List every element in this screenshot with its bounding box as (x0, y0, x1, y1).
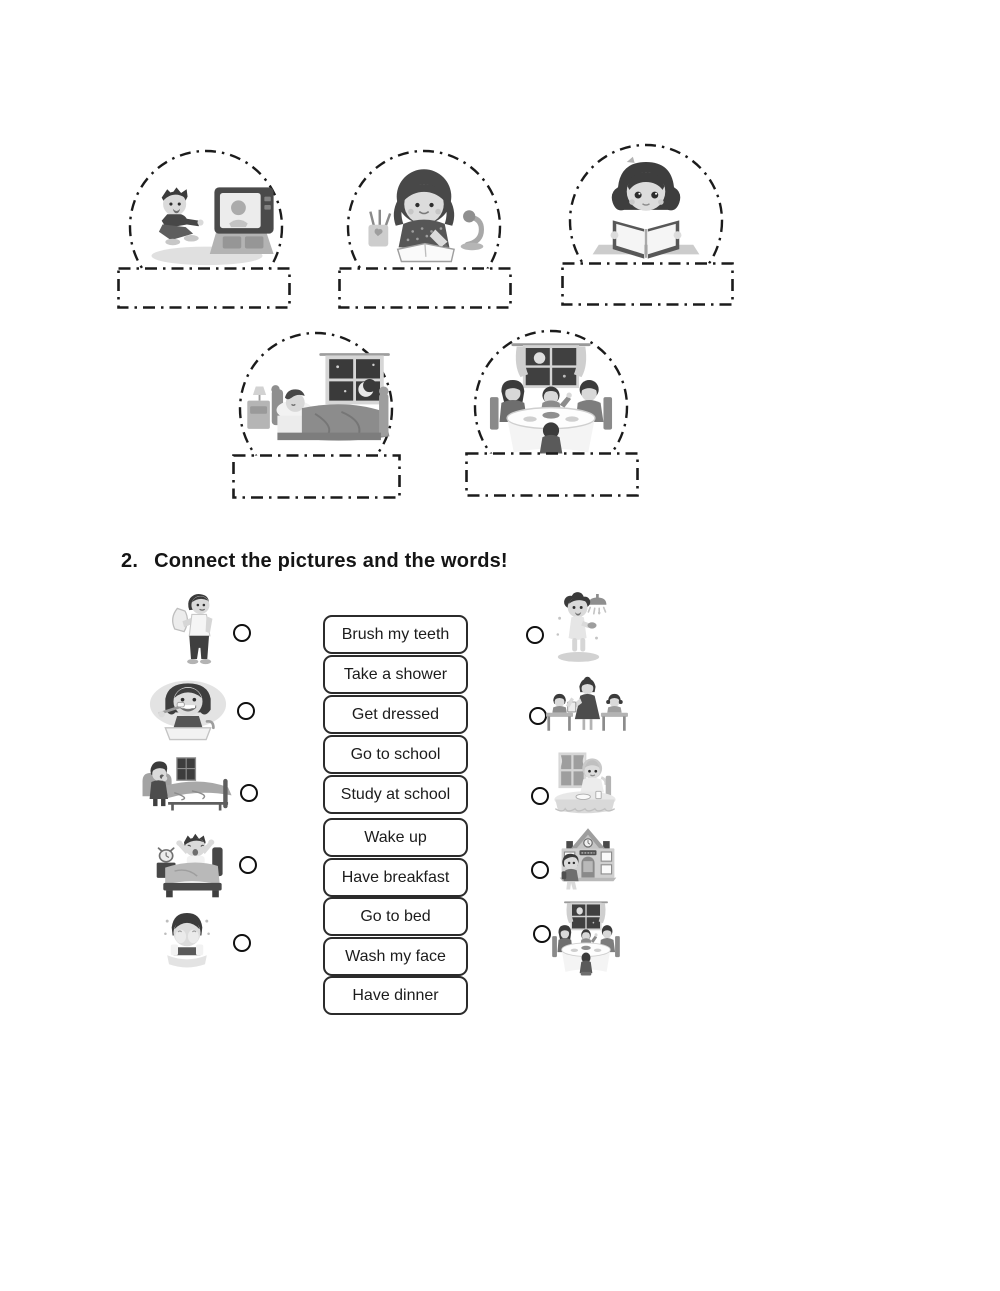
picture-have-dinner (549, 898, 623, 978)
word-button-go-to-bed[interactable]: Go to bed (323, 897, 468, 936)
exercise2-heading: 2. Connect the pictures and the words! (121, 550, 508, 573)
exercise2-title: Connect the pictures and the words! (154, 550, 508, 572)
picture-wash-face (160, 908, 214, 972)
answer-box-4[interactable] (232, 454, 401, 499)
connector-right-3[interactable] (531, 787, 549, 805)
picture-boy-watching-tv (133, 166, 281, 268)
word-button-wash-my-face[interactable]: Wash my face (323, 937, 468, 976)
boy-at-school-building-icon (555, 821, 621, 894)
picture-study-at-school (544, 675, 630, 738)
child-going-to-bed-icon (139, 757, 236, 815)
boy-taking-shower-icon (547, 591, 610, 668)
word-button-have-dinner[interactable]: Have dinner (323, 976, 468, 1015)
connector-left-1[interactable] (233, 624, 251, 642)
answer-box-2[interactable] (338, 267, 512, 309)
answer-box-1[interactable] (117, 267, 291, 309)
picture-girl-reading-book (576, 148, 716, 270)
picture-get-dressed (167, 590, 227, 668)
connector-left-5[interactable] (233, 934, 251, 952)
connector-right-5[interactable] (533, 925, 551, 943)
word-button-wake-up[interactable]: Wake up (323, 818, 468, 857)
word-button-get-dressed[interactable]: Get dressed (323, 695, 468, 734)
girl-reading-book-icon (576, 148, 716, 270)
answer-box-3[interactable] (561, 262, 734, 306)
family-dinner-icon (484, 338, 618, 462)
word-button-take-a-shower[interactable]: Take a shower (323, 655, 468, 694)
girl-brushing-teeth-icon (147, 677, 229, 745)
picture-brush-teeth (147, 677, 229, 745)
word-button-have-breakfast[interactable]: Have breakfast (323, 858, 468, 897)
picture-wake-up (152, 827, 232, 899)
word-button-brush-my-teeth[interactable]: Brush my teeth (323, 615, 468, 654)
connector-right-1[interactable] (526, 626, 544, 644)
child-having-breakfast-icon (549, 752, 621, 816)
word-button-go-to-school[interactable]: Go to school (323, 735, 468, 774)
picture-girl-doing-homework (344, 157, 504, 270)
picture-go-to-school (555, 821, 621, 894)
picture-go-to-bed (139, 757, 236, 815)
child-washing-face-icon (160, 908, 214, 972)
picture-take-shower (547, 591, 610, 668)
picture-have-breakfast (549, 752, 621, 816)
teacher-and-students-icon (544, 675, 630, 738)
word-button-study-at-school[interactable]: Study at school (323, 775, 468, 814)
family-having-dinner-icon (549, 898, 623, 978)
picture-boy-sleeping (236, 346, 396, 459)
boy-watching-tv-icon (133, 166, 281, 268)
connector-right-4[interactable] (531, 861, 549, 879)
girl-doing-homework-icon (344, 157, 504, 270)
picture-family-dinner (484, 338, 618, 462)
connector-left-3[interactable] (240, 784, 258, 802)
connector-left-4[interactable] (239, 856, 257, 874)
boy-sleeping-icon (236, 346, 396, 459)
boy-waking-up-icon (152, 827, 232, 899)
connector-left-2[interactable] (237, 702, 255, 720)
boy-getting-dressed-icon (167, 590, 227, 668)
exercise2-number: 2. (121, 550, 139, 572)
answer-box-5[interactable] (465, 452, 639, 497)
connector-right-2[interactable] (529, 707, 547, 725)
